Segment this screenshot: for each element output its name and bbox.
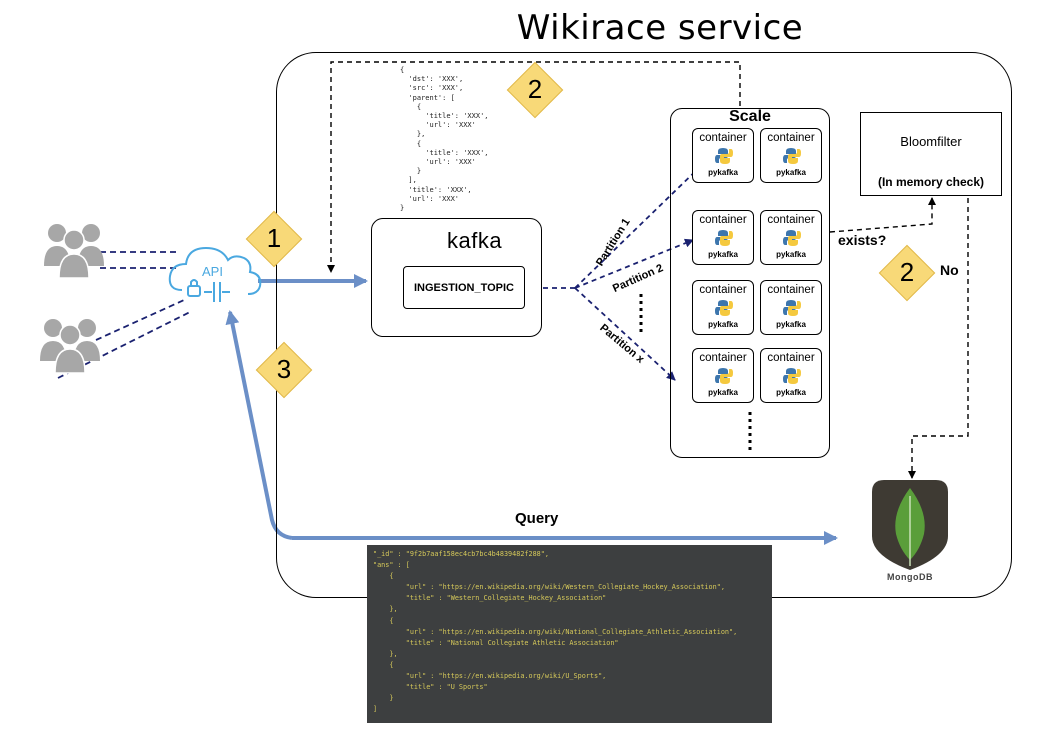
container-sublabel: pykafka [708, 388, 738, 397]
bloomfilter-subtitle: (In memory check) [877, 175, 985, 189]
scale-label: Scale [729, 108, 771, 125]
container-label: container [699, 132, 747, 144]
container-card: container pykafka [760, 210, 822, 265]
user-group-2-icon [40, 319, 100, 374]
container-label: container [767, 284, 815, 296]
bloomfilter-box [860, 112, 1002, 196]
json-line: "url" : "https://en.wikipedia.org/wiki/N… [373, 627, 738, 636]
mongodb-logo-icon [872, 480, 948, 570]
json-line: "url" : "https://en.wikipedia.org/wiki/W… [373, 583, 725, 592]
json-line: "title" : "National Collegiate Athletic … [373, 638, 619, 647]
step-2-number: 2 [527, 74, 543, 104]
container-sublabel: pykafka [776, 320, 806, 329]
kafka-logo-text: kafka [447, 228, 503, 253]
json-line: { [373, 660, 394, 669]
diagram-title: Wikirace service [516, 8, 804, 48]
container-card: container pykafka [760, 128, 822, 183]
container-label: container [767, 214, 815, 226]
scale-to-bloomfilter-arrow [829, 197, 936, 233]
container-label: container [699, 284, 747, 296]
feedback-loop-arrow [327, 61, 741, 273]
container-card: container pykafka [760, 280, 822, 335]
json-line: ] [373, 705, 378, 714]
step-1-number: 1 [266, 223, 282, 253]
container-sublabel: pykafka [708, 168, 738, 177]
container-sublabel: pykafka [708, 320, 738, 329]
json-line: }, [373, 649, 398, 658]
scale-group [670, 108, 830, 458]
json-line: "ans" : [ [373, 561, 410, 570]
step-3-number: 3 [276, 354, 292, 384]
api-cloud-icon [168, 246, 262, 302]
query-label: Query [515, 510, 559, 527]
json-line: { [373, 572, 394, 581]
api-label: API [202, 264, 223, 279]
message-schema-snippet: { 'dst': 'XXX', 'src': 'XXX', 'parent': … [400, 66, 489, 213]
json-line: "_id" : "9f2b7aaf158ec4cb7bc4b4839482f28… [373, 550, 549, 558]
response-arrow [225, 310, 293, 540]
container-sublabel: pykafka [708, 250, 738, 259]
query-result-json: "_id" : "9f2b7aaf158ec4cb7bc4b4839482f28… [367, 545, 772, 723]
json-line: "url" : "https://en.wikipedia.org/wiki/U… [373, 672, 607, 681]
container-card: container pykafka [692, 280, 754, 335]
json-line: } [373, 694, 394, 703]
container-card: container pykafka [692, 128, 754, 183]
container-sublabel: pykafka [776, 250, 806, 259]
container-label: container [767, 352, 815, 364]
json-line: "title" : "U Sports" [373, 683, 488, 692]
container-card: container pykafka [692, 210, 754, 265]
user-group-1-icon [44, 224, 104, 279]
container-card: container pykafka [760, 348, 822, 403]
mongodb-label: MongoDB [887, 572, 933, 582]
container-card: container pykafka [692, 348, 754, 403]
partition-2-arrow [574, 238, 694, 289]
ingestion-topic-box: INGESTION_TOPIC [403, 266, 525, 309]
bloomfilter-to-mongodb-arrow [908, 198, 969, 479]
container-sublabel: pykafka [776, 388, 806, 397]
partition-1-arrow [574, 161, 706, 289]
container-label: container [699, 214, 747, 226]
json-line: { [373, 616, 394, 625]
bloomfilter-title: Bloomfilter [900, 134, 962, 149]
container-label: container [767, 132, 815, 144]
step-2b-number: 2 [899, 257, 915, 287]
user-group-2-link [95, 299, 185, 341]
container-label: container [699, 352, 747, 364]
container-sublabel: pykafka [776, 168, 806, 177]
no-label: No [940, 262, 959, 278]
partition-x-arrow [574, 287, 676, 381]
json-line: }, [373, 605, 398, 614]
exists-label: exists? [838, 232, 887, 248]
json-line: "title" : "Western_Collegiate_Hockey_Ass… [373, 594, 607, 603]
